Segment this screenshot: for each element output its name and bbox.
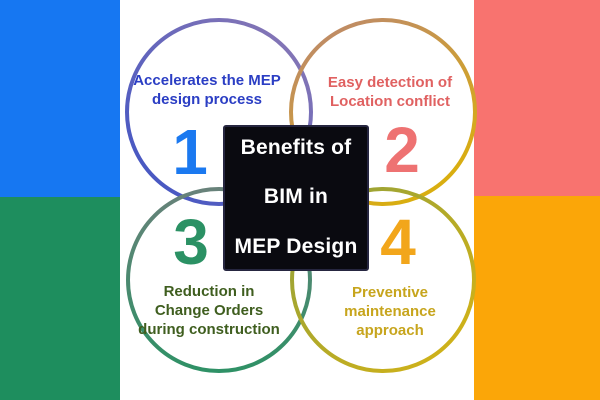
benefit-1-label: Accelerates the MEP design process [133,72,281,108]
title-line-1: Benefits of [240,136,352,159]
center-title-box: Benefits of BIM in MEP Design [223,125,369,271]
benefit-4-number: 4 [380,206,416,278]
benefit-1-number: 1 [172,116,208,188]
benefit-2-label: Easy detection of Location conflict [327,74,453,110]
ring-4 [290,187,476,373]
benefit-4-label: Preventive maintenance approach [344,284,436,339]
background-block-top-right [474,0,600,196]
background-block-top-left [0,0,120,197]
title-line-2: BIM in [263,185,329,209]
benefit-3-label: Reduction in Change Orders during constr… [138,283,280,338]
background-block-bottom-right [474,196,600,400]
ring-2 [289,18,477,206]
ring-1 [125,18,313,206]
benefit-2-number: 2 [384,114,420,186]
ring-3 [126,187,312,373]
background-block-bottom-left [0,197,120,400]
benefit-3-number: 3 [173,206,209,278]
title-line-3: MEP Design [234,234,358,258]
